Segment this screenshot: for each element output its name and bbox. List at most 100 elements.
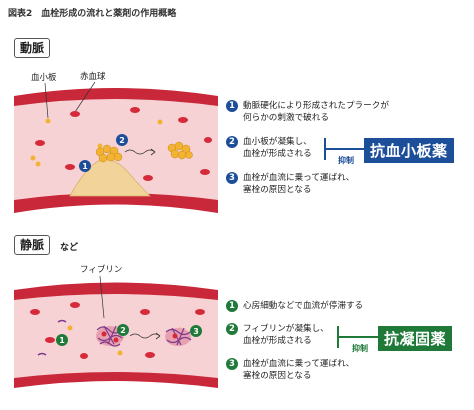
- vein-step-1: 1 心房細動などで血流が停滞する: [226, 300, 470, 312]
- artery-inhibit-label: 抑制: [338, 156, 354, 165]
- step-number: 2: [226, 323, 238, 335]
- step-text: 血栓が血流に乗って運ばれ、 塞栓の原因となる: [243, 358, 354, 382]
- vein-fibrin-strands: [37, 319, 67, 356]
- step-text-line: 血栓が形成される: [243, 149, 312, 159]
- platelet: [113, 152, 123, 162]
- rbc: [140, 309, 150, 315]
- step-text: フィブリンが凝集し、 血栓が形成される: [243, 323, 329, 347]
- vein-embolus: [165, 327, 192, 346]
- step-text-line: 血小板が凝集し、: [243, 137, 312, 147]
- marker-number: 1: [82, 162, 88, 171]
- rbc: [45, 337, 55, 343]
- embolus-cluster: [167, 141, 193, 160]
- step-text-line: 塞栓の原因となる: [243, 185, 312, 195]
- fibrin-clot: [96, 325, 124, 347]
- rbc: [70, 302, 80, 308]
- vein-section-label: 静脈: [14, 235, 51, 255]
- platelet: [35, 161, 41, 167]
- vein-label-text: 静脈: [20, 238, 45, 252]
- step-number: 3: [226, 172, 238, 184]
- fibrin-strand: [165, 328, 191, 336]
- step-number: 1: [226, 100, 238, 112]
- step-text-line: 血栓が血流に乗って運ばれ、: [243, 359, 355, 369]
- red-blood-cells: [35, 107, 212, 181]
- rbc-pointer: [74, 81, 96, 113]
- vein-inhibit-label: 抑制: [352, 344, 368, 353]
- rbc: [178, 117, 188, 123]
- fibrin-callout: フィブリン: [80, 265, 123, 275]
- step-text-line: 血栓が形成される: [243, 336, 312, 346]
- vein-label-suffix: など: [60, 243, 79, 253]
- step-number: 3: [226, 358, 238, 370]
- fibrin-strand: [107, 325, 117, 345]
- arrow-head: [150, 148, 156, 156]
- step-number: 1: [226, 300, 238, 312]
- platelet: [45, 118, 51, 124]
- platelet: [98, 153, 108, 163]
- artery-label-text: 動脈: [20, 41, 45, 55]
- platelet: [102, 144, 112, 154]
- marker-number: 2: [119, 136, 125, 145]
- platelet: [30, 155, 36, 161]
- artery-step-1: 1 動脈硬化により形成されたプラークが 何らかの刺激で破れる: [226, 100, 470, 124]
- step-text: 血栓が血流に乗って運ばれ、 塞栓の原因となる: [243, 172, 354, 196]
- vein-marker-1: 1: [56, 334, 68, 346]
- anticoagulant-drug-label: 抗凝固薬: [378, 326, 453, 351]
- artery-inhibit-bracket: [324, 138, 364, 160]
- rbc-callout: 赤血球: [80, 72, 106, 82]
- step-text-line: 動脈硬化により形成されたプラークが: [243, 101, 389, 111]
- artery-section-label: 動脈: [14, 38, 51, 58]
- rbc: [65, 164, 75, 170]
- platelet: [170, 149, 180, 159]
- platelet: [157, 119, 163, 125]
- artery-steps: 1 動脈硬化により形成されたプラークが 何らかの刺激で破れる 2 血小板が凝集し…: [226, 100, 470, 196]
- platelet: [97, 143, 103, 149]
- rbc: [204, 137, 212, 143]
- fibrin-strand: [103, 325, 115, 345]
- artery-marker-2: 2: [116, 134, 128, 146]
- rbc: [143, 175, 153, 181]
- fibrin-strand: [99, 341, 121, 347]
- rbc: [30, 309, 40, 315]
- rbc: [200, 169, 210, 175]
- platelet-cluster: [95, 144, 123, 163]
- fibrin-pointer: [99, 275, 105, 319]
- step-text-line: フィブリンが凝集し、: [243, 324, 329, 334]
- vein-step-3: 3 血栓が血流に乗って運ばれ、 塞栓の原因となる: [226, 358, 470, 382]
- flow-arrow: [124, 149, 156, 155]
- platelets: [30, 118, 163, 167]
- vein-step-2: 2 フィブリンが凝集し、 血栓が形成される: [226, 323, 470, 347]
- clot-body: [165, 328, 191, 346]
- step-number: 2: [226, 136, 238, 148]
- fibrin-strand: [96, 326, 122, 334]
- step-text: 血小板が凝集し、 血栓が形成される: [243, 136, 312, 160]
- rbc: [35, 140, 45, 146]
- vein-marker-2: 2: [117, 324, 129, 336]
- trapped-rbc: [172, 333, 178, 339]
- marker-number: 1: [59, 336, 65, 345]
- trapped-rbc: [113, 337, 119, 343]
- rbc: [80, 353, 88, 359]
- platelet: [177, 150, 187, 160]
- antiplatelet-drug-label: 抗血小板薬: [364, 138, 454, 163]
- vein-flow-arrow: [129, 333, 161, 339]
- rbc: [145, 352, 155, 358]
- fibrin-strand: [37, 352, 47, 356]
- vein-steps: 1 心房細動などで血流が停滞する 2 フィブリンが凝集し、 血栓が形成される 3…: [226, 300, 470, 382]
- platelet-callout: 血小板: [31, 73, 57, 83]
- artery-step-3: 3 血栓が血流に乗って運ばれ、 塞栓の原因となる: [226, 172, 470, 196]
- platelet-pointer: [44, 82, 49, 119]
- trapped-rbc: [101, 331, 107, 337]
- artery-marker-1: 1: [79, 160, 91, 172]
- rbc: [70, 111, 80, 117]
- step-text-line: 塞栓の原因となる: [243, 371, 312, 381]
- step-text: 動脈硬化により形成されたプラークが 何らかの刺激で破れる: [243, 100, 389, 124]
- vein-inhibit-bracket: [337, 326, 378, 348]
- artery-step-2: 2 血小板が凝集し、 血栓が形成される: [226, 136, 470, 160]
- fibrin-strand: [176, 327, 185, 346]
- rbc: [130, 107, 140, 113]
- step-text: 心房細動などで血流が停滞する: [243, 301, 364, 311]
- platelet: [185, 151, 193, 159]
- step-text-line: 血栓が血流に乗って運ばれ、: [243, 173, 355, 183]
